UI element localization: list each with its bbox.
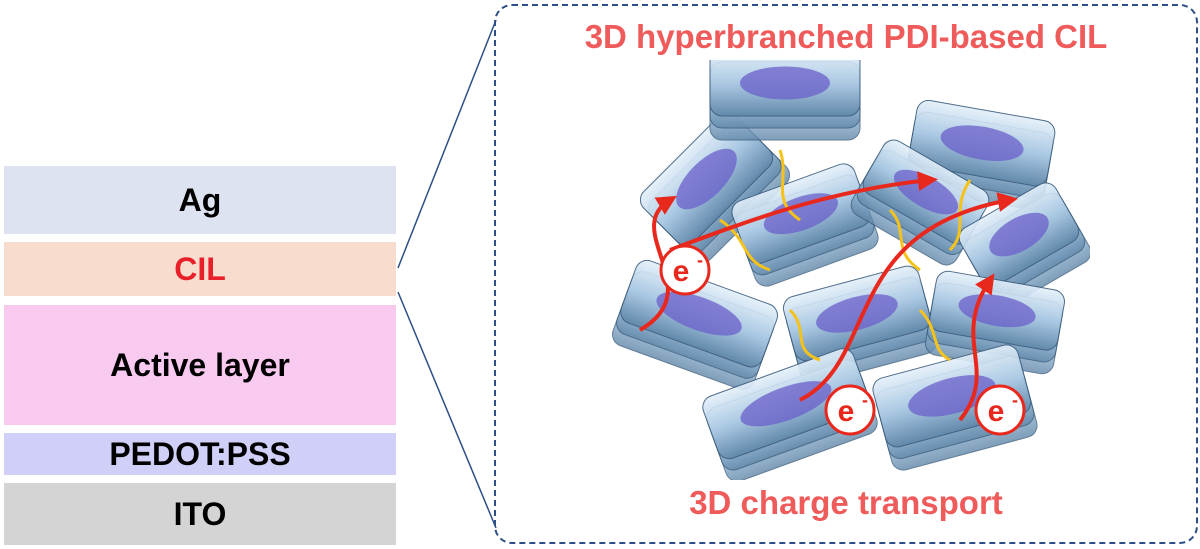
zoom-caption: 3D charge transport: [689, 484, 1003, 521]
electron-path-2: [669, 171, 938, 252]
zoom-line-bottom: [397, 291, 497, 529]
pdi-core: [740, 66, 830, 100]
layer-ag-label: Ag: [178, 181, 222, 218]
pdi-core: [676, 148, 737, 210]
layer-active-label: Active layer: [110, 346, 290, 383]
electron-path-3: [799, 192, 1018, 402]
electron-path-4: [958, 273, 995, 422]
electron-symbol: e: [988, 395, 1005, 428]
pdi-core: [740, 381, 832, 427]
pdi-block-6: [958, 182, 1090, 308]
layer-pedot-pss: PEDOT:PSS: [4, 433, 396, 475]
electron-badge-1: e-: [659, 244, 711, 296]
linker-1: [778, 149, 801, 222]
linker-4: [788, 308, 821, 362]
pdi-block-2: [709, 60, 861, 141]
electron-badge-2: e-: [824, 384, 876, 436]
electron-symbol: e: [673, 255, 690, 288]
layer-pedot-label: PEDOT:PSS: [109, 435, 291, 472]
pdi-block-9: [925, 270, 1065, 375]
pdi-core: [763, 193, 838, 235]
layer-active: Active layer: [4, 305, 396, 425]
linker-2: [719, 218, 771, 272]
pdi-core: [656, 291, 742, 336]
electron-charge: -: [862, 390, 868, 410]
electron-charge: -: [1012, 390, 1018, 410]
pdi-core: [989, 212, 1049, 257]
layer-cil-label: CIL: [174, 250, 226, 287]
pdi-block-4: [731, 163, 879, 287]
zoom-line-top: [397, 19, 497, 269]
layer-ito-label: ITO: [173, 495, 227, 532]
electron-badge-3: e-: [974, 384, 1026, 436]
layer-cil: CIL: [4, 242, 396, 296]
electron-charge: -: [697, 250, 703, 270]
linker-3: [888, 208, 921, 272]
pdi-block-8: [782, 265, 938, 385]
pdi-core: [816, 294, 898, 333]
pdi-block-7: [612, 259, 778, 391]
pdi-core: [940, 125, 1024, 161]
pdi-core: [908, 375, 996, 417]
linker-6: [948, 179, 972, 252]
zoom-frame: [494, 4, 1198, 544]
zoom-title: 3D hyperbranched PDI-based CIL: [584, 18, 1108, 55]
electron-symbol: e: [838, 395, 855, 428]
linker-5: [918, 308, 951, 362]
pdi-network-illustration: e-e-e-: [612, 60, 1090, 480]
layer-ito: ITO: [4, 483, 396, 545]
layer-ag: Ag: [4, 166, 396, 234]
